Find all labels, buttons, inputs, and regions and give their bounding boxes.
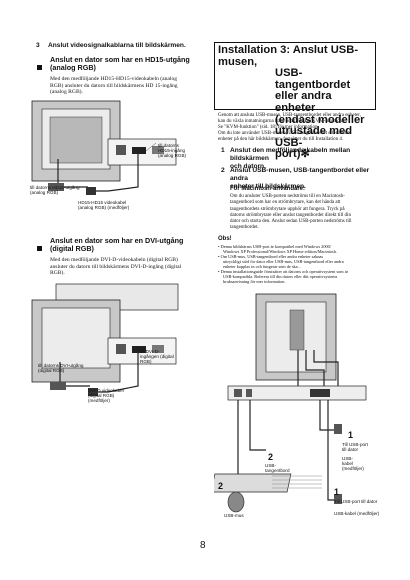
label-hd15-cable: HD15-HD15 videokabel (analog RGB) (medfö…: [78, 200, 130, 210]
label-to-hd15-output: till datorns HD15-utgång (analog RGB): [30, 185, 80, 195]
label-usb-mouse: USB-mus: [224, 513, 244, 518]
step-2-number: 2: [221, 167, 225, 174]
callout-1-bottom: 1: [334, 487, 340, 497]
callout-2-keyboard: 2: [268, 452, 274, 462]
section-dvi-title: Anslut en dator som har en DVI-utgång (d…: [50, 236, 184, 254]
label-dvi-cable: DVI-D videokabel (digital RGB) (medfölje…: [88, 388, 124, 403]
mac-users-body: Om du ansluter USB-porten nedströms till…: [230, 194, 352, 231]
step-3-text: Anslut videosignalkablarna till bildskär…: [48, 42, 186, 49]
heading-line-1: Installation 3: Anslut USB-musen,: [218, 44, 359, 68]
section-hd15-bullet: [37, 59, 46, 77]
callout-2-mouse: 2: [218, 481, 224, 491]
heading-line-4: (endast modeller: [275, 113, 365, 126]
label-usb-port-to-computer-2: Till USB-port till dator: [334, 499, 378, 504]
notes-title: Obs!: [218, 236, 232, 242]
step-1-text: Anslut den medföljande kabeln mellan bil…: [230, 147, 351, 170]
step-1-number: 1: [221, 147, 225, 154]
label-usb-cable: USB- kabel (medföljer): [342, 456, 364, 471]
figure-usb-connection: [214, 293, 367, 513]
installation-3-intro: Genom att ansluta USB-musen, USB-tangent…: [218, 113, 361, 142]
heading-line-6: port)✻: [275, 148, 310, 161]
usb-asterisk-icon: ✻: [300, 148, 310, 161]
callout-1-top: 1: [348, 430, 354, 440]
label-to-hd15-input: till datorns HD15-ingång (analog RGB): [158, 143, 187, 158]
label-dvi-output: till datorns DVI-utgång (digital RGB): [38, 363, 84, 373]
section-dvi-body: Med den medföljande DVI-D-videokabeln (d…: [50, 257, 182, 277]
label-dvi-input: till DVI-D- ingången (digital RGB): [140, 349, 174, 364]
heading-line-5: utrustade med USB-: [275, 125, 353, 149]
step-2-text: Anslut USB-musen, USB-tangentbordet elle…: [230, 167, 370, 190]
installation-3-heading-box: Installation 3: Anslut USB-musen, USB-ta…: [214, 42, 376, 160]
heading-line-2: USB-tangentbordet: [275, 67, 351, 91]
figure-dvi-connection: [31, 283, 179, 396]
section-hd15-title: Anslut en dator som har en HD15-utgång (…: [50, 55, 190, 73]
heading-line-3: eller andra enheter: [275, 90, 332, 114]
step-3-number: 3: [36, 42, 40, 49]
mac-users-title: För Macintosh-användare:: [230, 186, 306, 192]
label-usb-port-to-computer: Till USB-port till dator: [342, 442, 368, 452]
section-dvi-bullet: [37, 240, 46, 258]
label-usb-keyboard: USB- tangentbord: [265, 463, 290, 473]
notes-list: • Denna bildskärms USB-port är kompatibe…: [218, 244, 349, 284]
page-number: 8: [200, 540, 206, 551]
label-usb-cable-2: USB-kabel (medföljer): [334, 511, 380, 516]
section-hd15-body: Med den medföljande HD15-HD15-videokabel…: [50, 76, 178, 96]
figure-hd15-connection: [31, 100, 177, 195]
